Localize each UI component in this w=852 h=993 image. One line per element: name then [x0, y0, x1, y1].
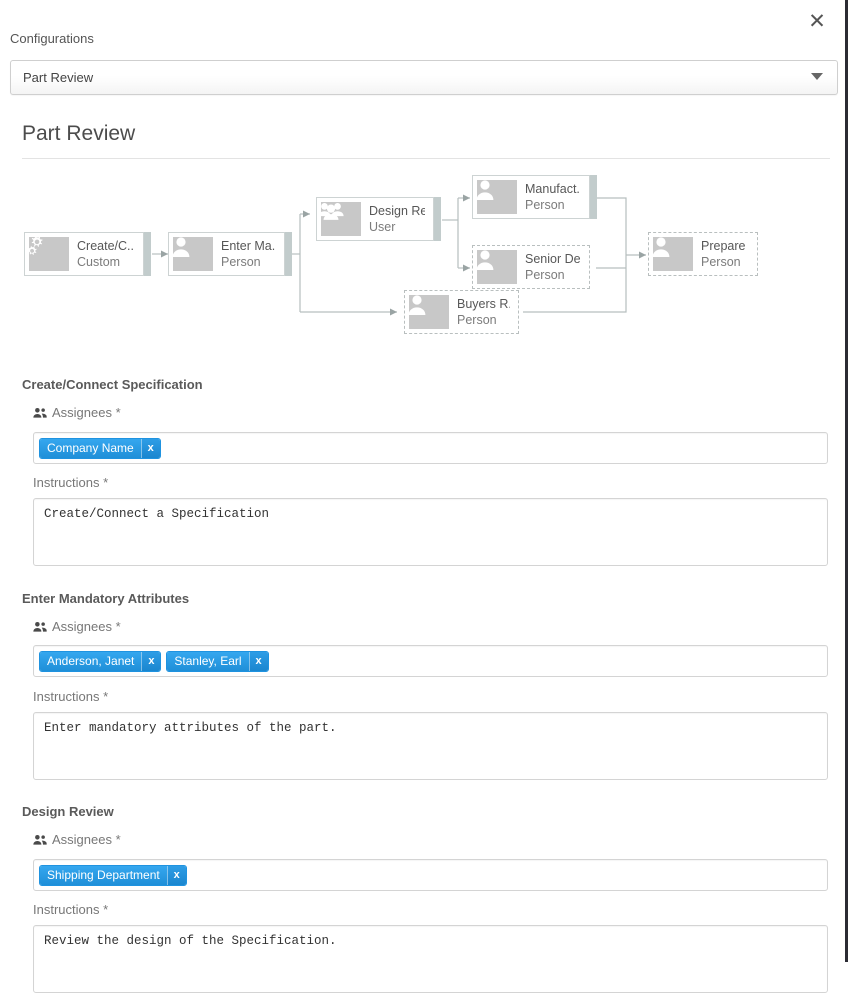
assignee-tag-label: Stanley, Earl — [167, 651, 249, 671]
assignees-label-3: Assignees * — [33, 832, 121, 849]
workflow-node-prepare[interactable]: Prepare f... Person — [648, 232, 758, 276]
assignee-tag[interactable]: Anderson, Janet x — [39, 650, 162, 672]
gears-icon — [27, 235, 69, 271]
assignees-tagbox-1[interactable]: Company Name x — [33, 432, 828, 464]
node-text: Manufact... Person — [517, 176, 589, 218]
person-icon — [408, 295, 449, 329]
instructions-textarea-3[interactable]: Review the design of the Specification. — [33, 925, 828, 993]
node-subtitle: Custom — [77, 255, 121, 269]
section-title-create-connect: Create/Connect Specification — [22, 377, 203, 392]
instructions-textarea-1[interactable]: Create/Connect a Specification — [33, 498, 828, 566]
node-accent-bar — [590, 175, 597, 219]
node-subtitle: User — [369, 220, 396, 234]
assignee-tag-remove-icon[interactable]: x — [141, 651, 161, 671]
node-subtitle: Person — [221, 255, 261, 269]
workflow-node-buyers-review[interactable]: Buyers R... Person — [404, 290, 519, 334]
node-subtitle: Person — [525, 198, 565, 212]
configurations-selected-value: Part Review — [23, 70, 94, 85]
people-icon — [33, 407, 47, 422]
node-title: Enter Ma... — [221, 239, 276, 253]
node-title: Prepare f... — [701, 239, 749, 253]
workflow-node-enter-mandatory[interactable]: Enter Ma... Person — [168, 232, 292, 276]
assignee-tag-remove-icon[interactable]: x — [166, 865, 186, 885]
configurations-label: Configurations — [10, 31, 94, 46]
workflow-connectors — [152, 194, 646, 316]
node-text: Senior De... Person — [517, 246, 589, 288]
person-icon — [476, 180, 517, 214]
page-title: Part Review — [22, 122, 136, 145]
node-accent-bar — [285, 232, 292, 276]
assignees-tagbox-2[interactable]: Anderson, Janet x Stanley, Earl x — [33, 645, 828, 677]
node-text: Create/C... Custom — [69, 233, 143, 275]
node-title: Buyers R... — [457, 297, 510, 311]
assignee-tag-label: Shipping Department — [40, 865, 167, 885]
chevron-down-icon — [811, 73, 823, 80]
close-icon[interactable]: ✕ — [808, 9, 826, 33]
assignee-tag-label: Anderson, Janet — [40, 651, 142, 671]
workflow-node-create-connect[interactable]: Create/C... Custom — [24, 232, 151, 276]
workflow-node-design-review[interactable]: Design Re... User — [316, 197, 441, 241]
people-icon — [318, 202, 361, 236]
assignee-tag-remove-icon[interactable]: x — [140, 438, 160, 458]
node-accent-bar — [144, 232, 151, 276]
node-subtitle: Person — [525, 268, 565, 282]
node-title: Manufact... — [525, 182, 581, 196]
node-text: Buyers R... Person — [449, 291, 518, 333]
assignee-tag[interactable]: Company Name x — [39, 437, 161, 459]
assignee-tag-label: Company Name — [40, 438, 141, 458]
node-text: Enter Ma... Person — [213, 233, 284, 275]
assignees-label-text-1: Assignees * — [52, 405, 121, 420]
people-icon — [33, 834, 47, 849]
assignees-label-2: Assignees * — [33, 619, 121, 636]
node-accent-bar — [434, 197, 441, 241]
people-icon — [33, 621, 47, 636]
assignees-tagbox-3[interactable]: Shipping Department x — [33, 859, 828, 891]
workflow-diagram: Create/C... Custom Enter Ma... Person — [0, 160, 852, 355]
node-title: Senior De... — [525, 252, 581, 266]
configurations-select[interactable]: Part Review — [10, 60, 838, 95]
node-title: Create/C... — [77, 239, 135, 253]
person-icon — [652, 237, 693, 271]
assignee-tag[interactable]: Shipping Department x — [39, 864, 187, 886]
title-divider — [22, 158, 830, 159]
window-edge-rail — [845, 0, 848, 962]
section-title-design-review: Design Review — [22, 804, 114, 819]
instructions-textarea-2[interactable]: Enter mandatory attributes of the part. — [33, 712, 828, 780]
instructions-label-3: Instructions * — [33, 902, 109, 917]
workflow-node-manufacturing[interactable]: Manufact... Person — [472, 175, 597, 219]
assignee-tag[interactable]: Stanley, Earl x — [166, 650, 269, 672]
workflow-node-senior-design[interactable]: Senior De... Person — [472, 245, 590, 289]
node-text: Design Re... User — [361, 198, 433, 240]
assignee-tag-remove-icon[interactable]: x — [248, 651, 268, 671]
assignees-label-text-2: Assignees * — [52, 619, 121, 634]
node-text: Prepare f... Person — [693, 233, 757, 275]
person-icon — [476, 250, 517, 284]
instructions-label-1: Instructions * — [33, 475, 109, 490]
node-subtitle: Person — [701, 255, 741, 269]
person-icon — [172, 237, 213, 271]
section-title-enter-mandatory: Enter Mandatory Attributes — [22, 591, 190, 606]
assignees-label-1: Assignees * — [33, 405, 121, 422]
instructions-label-2: Instructions * — [33, 689, 109, 704]
node-title: Design Re... — [369, 204, 425, 218]
node-subtitle: Person — [457, 313, 497, 327]
assignees-label-text-3: Assignees * — [52, 832, 121, 847]
window-edge-gap — [848, 0, 852, 962]
